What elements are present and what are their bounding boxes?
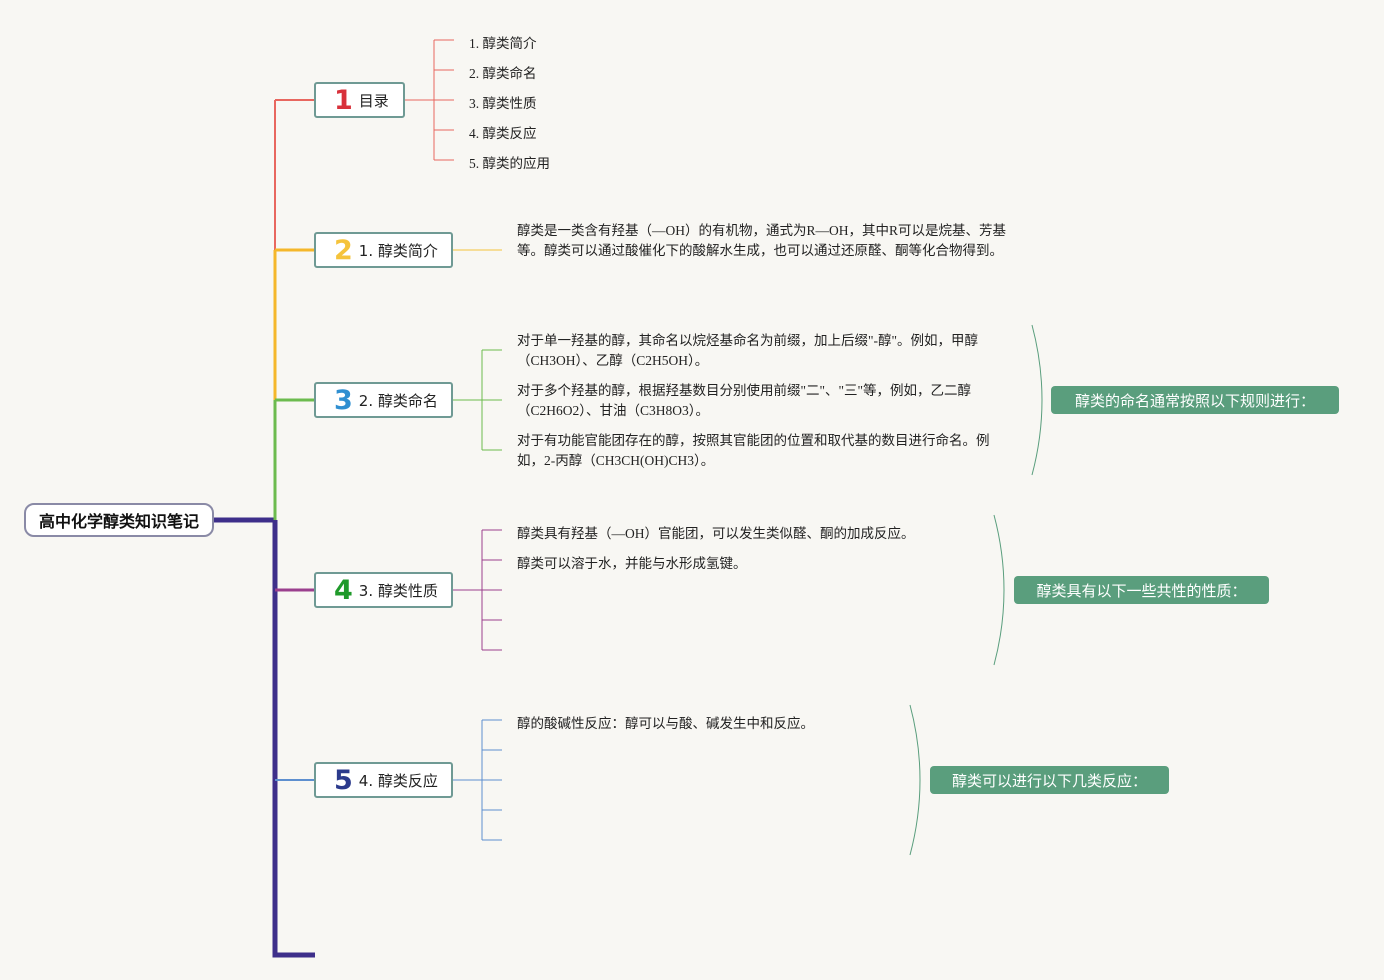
summary-label: 醇类可以进行以下几类反应： <box>951 771 1147 790</box>
toc-item[interactable]: 2. 醇类命名 <box>469 66 537 81</box>
toc-item[interactable]: 1. 醇类简介 <box>469 36 537 51</box>
root-title: 高中化学醇类知识笔记 <box>38 512 199 531</box>
number-5-icon: 5 <box>334 764 353 796</box>
reactions-summary[interactable]: 醇类可以进行以下几类反应： <box>930 766 1169 794</box>
topic-naming[interactable]: 3 2. 醇类命名 <box>314 382 453 418</box>
topic-label: 1. 醇类简介 <box>358 241 438 260</box>
topic-reactions[interactable]: 5 4. 醇类反应 <box>314 762 453 798</box>
summary-bracket-properties <box>993 514 1005 666</box>
topic-label: 3. 醇类性质 <box>358 581 438 600</box>
naming-item[interactable]: 对于多个羟基的醇，根据羟基数目分别使用前缀"二"、"三"等，例如，乙二醇（C2H… <box>517 383 972 418</box>
number-3-icon: 3 <box>334 384 353 416</box>
naming-item[interactable]: 对于单一羟基的醇，其命名以烷烃基命名为前缀，加上后缀"-醇"。例如，甲醇（CH3… <box>517 333 979 368</box>
naming-summary[interactable]: 醇类的命名通常按照以下规则进行： <box>1051 386 1339 414</box>
number-1-icon: 1 <box>334 84 353 116</box>
reaction-item[interactable]: 醇的酸碱性反应：醇可以与酸、碱发生中和反应。 <box>517 716 814 731</box>
property-item[interactable]: 醇类可以溶于水，并能与水形成氢键。 <box>517 556 747 571</box>
properties-summary[interactable]: 醇类具有以下一些共性的性质： <box>1014 576 1269 604</box>
intro-text[interactable]: 醇类是一类含有羟基（—OH）的有机物，通式为R—OH，其中R可以是烷基、芳基等。… <box>517 223 1007 258</box>
summary-bracket-reactions <box>909 704 921 856</box>
toc-item[interactable]: 5. 醇类的应用 <box>469 156 550 171</box>
toc-item[interactable]: 3. 醇类性质 <box>469 96 537 111</box>
topic-properties[interactable]: 4 3. 醇类性质 <box>314 572 453 608</box>
toc-item[interactable]: 4. 醇类反应 <box>469 126 537 141</box>
summary-label: 醇类具有以下一些共性的性质： <box>1036 581 1247 600</box>
topic-label: 目录 <box>358 91 389 110</box>
root-topic[interactable]: 高中化学醇类知识笔记 <box>24 503 214 537</box>
summary-label: 醇类的命名通常按照以下规则进行： <box>1074 391 1315 410</box>
topic-label: 4. 醇类反应 <box>358 771 438 790</box>
summary-bracket-naming <box>1031 324 1043 476</box>
property-item[interactable]: 醇类具有羟基（—OH）官能团，可以发生类似醛、酮的加成反应。 <box>517 526 915 541</box>
number-4-icon: 4 <box>334 574 353 606</box>
number-2-icon: 2 <box>334 234 353 266</box>
topic-toc[interactable]: 1 目录 <box>314 82 405 118</box>
naming-item[interactable]: 对于有功能官能团存在的醇，按照其官能团的位置和取代基的数目进行命名。例如，2-丙… <box>517 433 990 468</box>
topic-intro[interactable]: 2 1. 醇类简介 <box>314 232 453 268</box>
topic-label: 2. 醇类命名 <box>358 391 438 410</box>
